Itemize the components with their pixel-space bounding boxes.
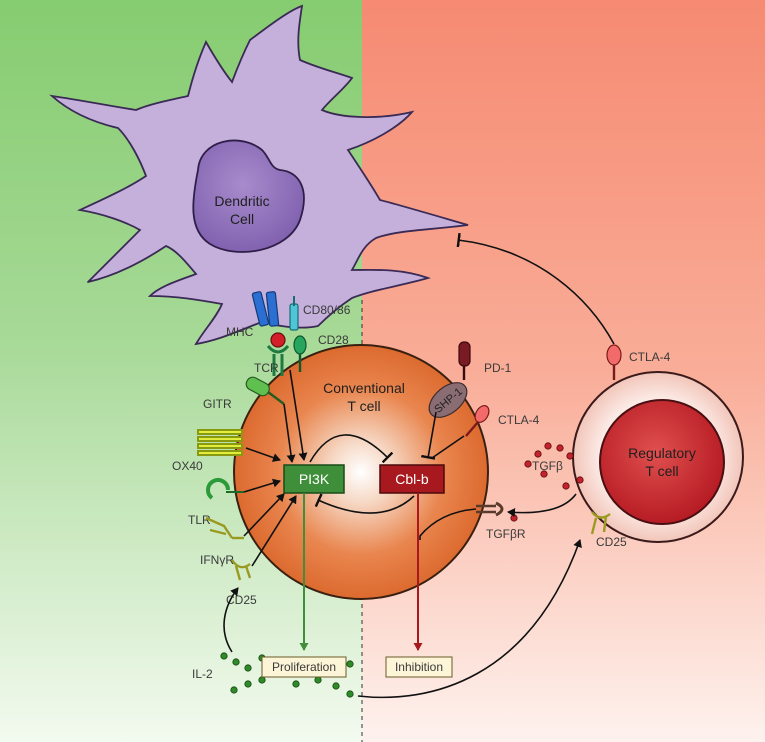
- pi3k-inhibits-cblb: [309, 434, 394, 464]
- conventional-t-cell-label-line1: Conventional: [323, 380, 405, 396]
- cblb-label: Cbl-b: [395, 471, 429, 487]
- conventional-t-cell-label-line2: T cell: [347, 398, 380, 414]
- cd28-receptor: [293, 335, 307, 372]
- il2-cytokines: [220, 652, 354, 698]
- tgfb-to-tgfbr-arrow: [507, 493, 577, 518]
- tcr-label: TCR: [254, 361, 279, 375]
- tcr-receptor: [266, 344, 290, 376]
- regulatory-t-cell-nucleus: [599, 399, 725, 525]
- inhibition-box: [385, 656, 453, 678]
- conventional-t-cell: [233, 344, 489, 600]
- regulatory-t-cell-label-line1: Regulatory: [628, 445, 696, 461]
- tlr-receptor: [206, 478, 244, 500]
- ox40-label: OX40: [172, 459, 203, 473]
- gitr-label: GITR: [203, 397, 232, 411]
- regulatory-t-cell-label-line2: T cell: [645, 463, 678, 479]
- pi3k-label: PI3K: [299, 471, 330, 487]
- ox40-receptor: [197, 429, 243, 456]
- il2-to-cd25-arrow: [223, 587, 239, 653]
- ctla4-treg-label: CTLA-4: [629, 350, 671, 364]
- antigen-peptide: [270, 332, 286, 348]
- cd28-label: CD28: [318, 333, 349, 347]
- proliferation-box: [261, 656, 347, 678]
- dendritic-cell-label-line1: Dendritic: [214, 193, 269, 209]
- cd25-conventional-label: CD25: [226, 593, 257, 607]
- ctla4-inhibits-dc-arrow: [456, 232, 615, 345]
- dendritic-cell-nucleus: [192, 139, 305, 253]
- tgfbr-to-cblb-line: [419, 508, 477, 540]
- inhibition-label: Inhibition: [395, 660, 443, 674]
- il2-label: IL-2: [192, 667, 213, 681]
- tlr-label: TLR: [188, 513, 211, 527]
- cd80-86-ligand: [289, 296, 299, 331]
- gitr-receptor: [245, 376, 285, 405]
- dendritic-cell-label-line2: Cell: [230, 211, 254, 227]
- ifngr-receptor: [205, 516, 244, 540]
- tgfb-label: TGFβ: [532, 459, 563, 473]
- cd25-receptor-treg: [590, 511, 611, 535]
- mhc-label: MHC: [226, 325, 254, 339]
- tgfbr-label: TGFβR: [486, 527, 526, 541]
- ctla4-receptor-treg: [606, 344, 622, 380]
- shp1-node: [428, 382, 468, 418]
- cd80-86-label: CD80/86: [303, 303, 351, 317]
- pd1-receptor: [458, 341, 471, 380]
- mhc-receptor: [251, 291, 280, 327]
- ctla4-receptor-conventional: [465, 405, 490, 437]
- cd25-treg-label: CD25: [596, 535, 627, 549]
- il2-to-treg-cd25-arrow: [357, 539, 582, 699]
- pd1-label: PD-1: [484, 361, 512, 375]
- tgfb-cytokines: [510, 442, 584, 522]
- proliferation-label: Proliferation: [272, 660, 336, 674]
- ctla4-conventional-label: CTLA-4: [498, 413, 540, 427]
- cd25-receptor-conventional: [231, 559, 252, 581]
- cblb-node: [379, 464, 445, 494]
- ifngr-label: IFNγR: [200, 553, 234, 567]
- tgfbr-receptor: [476, 501, 504, 517]
- activation-arrows: [243, 369, 308, 567]
- pi3k-node: [283, 464, 345, 494]
- shp1-to-cblb-line: [421, 411, 437, 460]
- cblb-inhibits-pi3k: [314, 493, 415, 514]
- ctla4-to-cblb-line: [431, 435, 465, 459]
